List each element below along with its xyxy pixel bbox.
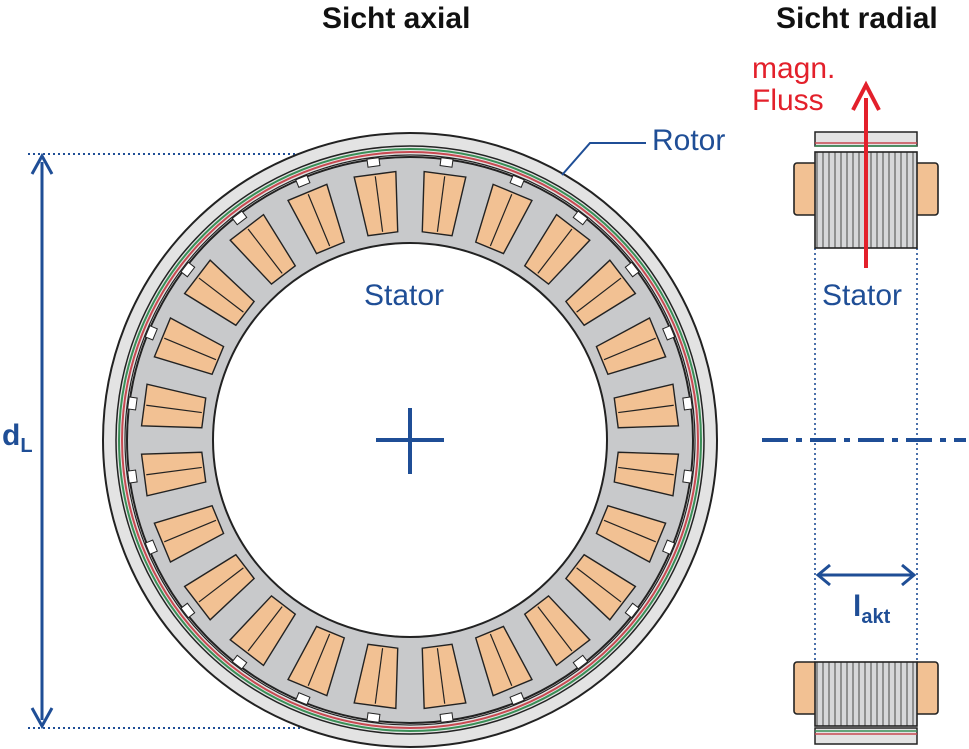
radial-rotor-bottom [814,727,918,745]
active-length-label-sub: akt [861,606,891,628]
active-length-label: lakt [853,590,890,629]
stator-label-radial: Stator [822,279,903,312]
stator-slot-winding [421,643,467,723]
stator-slot-winding [287,625,346,706]
diameter-label-sub: L [20,435,33,457]
title-axial: Sicht axial [322,2,471,35]
diameter-dimension [30,152,54,730]
stator-slot-winding [353,643,399,723]
stator-slot-winding [613,383,693,429]
stator-slot-winding [564,259,640,327]
stator-slot-winding [613,451,693,497]
active-length-label-main: l [853,590,862,623]
stator-slot-winding [127,451,207,497]
rotor-leader-line [561,142,646,176]
flux-label-line2: Fluss [752,84,824,117]
flux-label-line1: magn. [752,52,836,85]
stator-slot-winding [229,210,297,286]
rotor-magnet-red [121,151,699,729]
axial-view [102,132,718,748]
stator-slot-winding [421,157,467,237]
stator-slot-winding [523,210,591,286]
stator-slot-winding [180,259,256,327]
stator-slot-winding [353,157,399,237]
winding-end-top-left [793,162,818,216]
diameter-label: dL [2,419,33,458]
stator-slot-winding [144,317,225,376]
diameter-label-main: d [2,419,21,452]
stator-laminations-bottom [814,661,918,727]
winding-end-bottom-left [793,661,818,715]
winding-end-top-right [914,162,939,216]
stator-slot-winding [287,174,346,255]
rotor-label: Rotor [652,124,726,158]
stator-slot-winding [127,383,207,429]
rotor-magnet-green [118,148,702,732]
stator-slot-winding [595,317,676,376]
radial-view [762,80,966,745]
stator-slot-winding [595,504,676,563]
stator-slot-winding [474,625,533,706]
stator-slot-winding [474,174,533,255]
stator-slot-winding [523,594,591,670]
flux-label: magn. Fluss [752,53,835,117]
title-radial: Sicht radial [776,2,938,35]
winding-end-bottom-right [914,661,939,715]
stator-slot-winding [229,594,297,670]
stator-label-axial: Stator [364,279,445,312]
stator-slot-winding [180,553,256,621]
stator-slot-winding [144,504,225,563]
stator-slot-winding [564,553,640,621]
active-length-dimension [815,563,917,587]
